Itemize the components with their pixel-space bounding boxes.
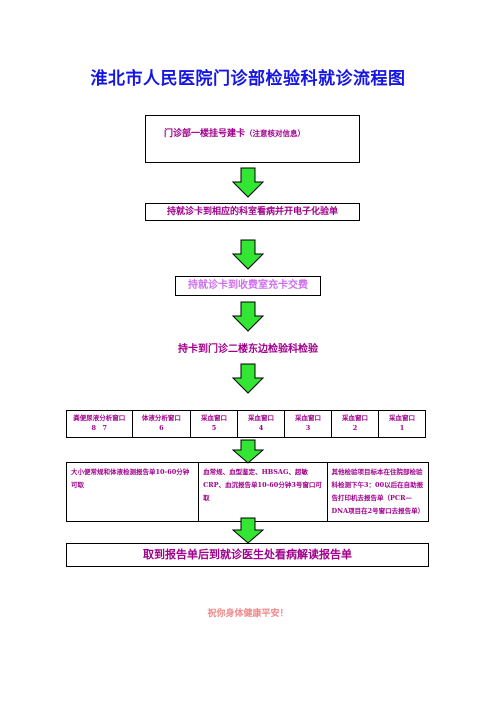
window-cell: 采血窗口 2 — [331, 410, 379, 438]
window-name: 采血窗口 — [388, 414, 415, 422]
window-name: 采血窗口 — [201, 414, 228, 422]
down-arrow-icon — [231, 363, 265, 394]
window-name: 采血窗口 — [295, 414, 321, 422]
window-cell: 采血窗口 5 — [190, 410, 239, 438]
window-number: 3 — [305, 424, 311, 432]
window-name: 体液分析窗口 — [141, 414, 181, 422]
window-number: 4 — [258, 424, 264, 432]
lab-windows-table: 粪便尿液分析窗口 8 7 体液分析窗口 6 采血窗口 5 采血窗口 4 采血窗口 3 采血… — [66, 410, 427, 438]
window-name: 采血窗口 — [341, 414, 368, 422]
blessing-text: 祝你身体健康平安！ — [207, 609, 289, 619]
step-see-doctor-box: 持就诊卡到相应的科室看病并开电子化验单 — [145, 203, 360, 221]
window-cell: 采血窗口 4 — [237, 410, 286, 438]
down-arrow-icon — [231, 439, 265, 464]
window-number: 1 — [399, 424, 405, 432]
step-pay-box: 持就诊卡到收费室充卡交费 — [175, 276, 321, 296]
step-register-text: 门诊部一楼挂号建卡 — [164, 129, 246, 139]
report-pickup-table: 大小便常规和体液检测报告单10-60分钟可取 血常规、血型鉴定、HBSAG、超敏… — [65, 462, 430, 522]
step-lab-text: 持卡到门诊二楼东边检验科检验 — [178, 344, 318, 355]
down-arrow-icon — [231, 167, 265, 198]
window-number: 2 — [352, 424, 358, 432]
window-number: 8 7 — [91, 424, 108, 432]
down-arrow-icon — [231, 301, 265, 332]
report-cell-urine: 大小便常规和体液检测报告单10-60分钟可取 — [65, 462, 200, 522]
window-number: 6 — [159, 424, 164, 432]
down-arrow-icon — [231, 239, 265, 270]
window-cell: 采血窗口 3 — [284, 410, 332, 438]
step-register-note: （注意核对信息） — [245, 129, 306, 138]
report-cell-other: 其他检验项目标本在住院部检验科检测下午3：00以后在自助报告打印机去报告单（PC… — [326, 462, 430, 522]
window-name: 粪便尿液分析窗口 — [73, 414, 126, 422]
step-register-box: 门诊部一楼挂号建卡（注意核对信息） — [145, 115, 360, 163]
window-cell: 体液分析窗口 6 — [131, 410, 192, 438]
window-number: 5 — [211, 424, 217, 432]
window-name: 采血窗口 — [248, 414, 275, 422]
window-cell: 采血窗口 1 — [377, 410, 427, 438]
window-cell: 粪便尿液分析窗口 8 7 — [66, 410, 133, 438]
step-read-report-box: 取到报告单后到就诊医生处看病解读报告单 — [66, 543, 429, 567]
down-arrow-icon — [231, 517, 265, 544]
report-cell-blood: 血常规、血型鉴定、HBSAG、超敏CRP、血沉报告单10-60分钟3号窗口可取 — [198, 462, 328, 522]
page-title: 淮北市人民医院门诊部检验科就诊流程图 — [90, 69, 406, 89]
